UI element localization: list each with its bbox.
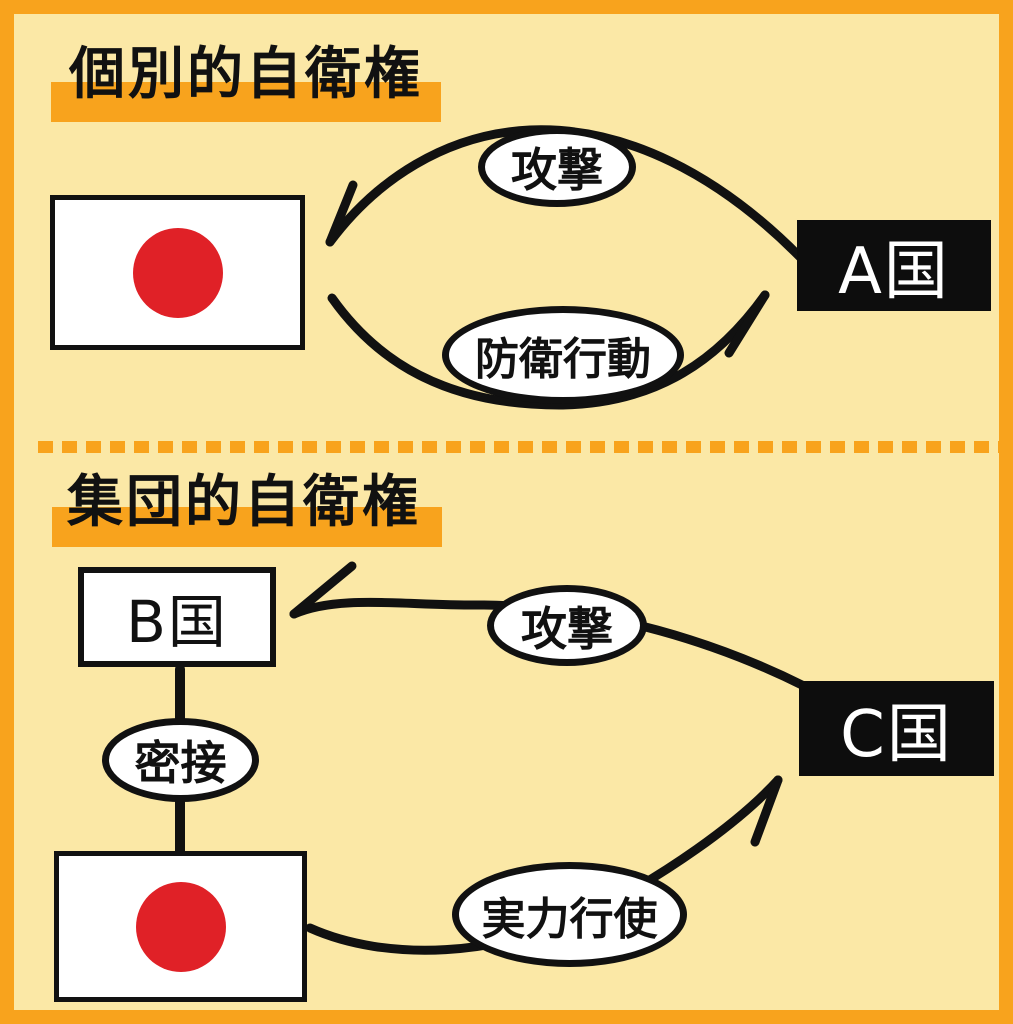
japan-flag-individual bbox=[50, 195, 305, 350]
individual-title-highlight bbox=[51, 82, 441, 122]
arrow-attack-c-to-b-barb bbox=[289, 561, 357, 619]
defense-action-bubble: 防衛行動 bbox=[442, 306, 684, 404]
country-c-label: C国 bbox=[840, 697, 953, 772]
collective-section-title: 集団的自衛権 bbox=[67, 470, 421, 535]
country-b-label: B国 bbox=[126, 588, 228, 656]
collective-title-highlight bbox=[52, 507, 442, 547]
country-a-box: A国 bbox=[797, 220, 991, 311]
country-a-label: A国 bbox=[838, 234, 950, 309]
japan-flag-collective bbox=[54, 851, 307, 1002]
country-b-box: B国 bbox=[78, 567, 276, 667]
attack-bubble-collective: 攻撃 bbox=[487, 585, 647, 666]
japan-flag-sun-icon bbox=[132, 227, 223, 318]
arrow-defense-japan-to-a-barb bbox=[724, 290, 770, 358]
arrow-attack-a-to-japan-barb bbox=[325, 180, 358, 247]
arrow-force-japan-to-c-barb bbox=[750, 775, 783, 847]
close-tie-label: 密接 bbox=[134, 736, 227, 790]
attack-label-individual: 攻撃 bbox=[511, 143, 603, 197]
individual-section-title: 個別的自衛権 bbox=[69, 42, 423, 107]
close-tie-bubble: 密接 bbox=[102, 718, 259, 802]
arrow-defense-japan-to-a bbox=[327, 290, 770, 410]
japan-flag-sun-icon bbox=[135, 881, 226, 972]
force-label: 実力行使 bbox=[481, 893, 658, 945]
defense-action-label: 防衛行動 bbox=[475, 334, 651, 385]
attack-label-collective: 攻撃 bbox=[521, 601, 613, 656]
force-bubble: 実力行使 bbox=[452, 862, 687, 967]
attack-bubble-individual: 攻撃 bbox=[478, 127, 636, 207]
country-c-box: C国 bbox=[799, 681, 994, 776]
